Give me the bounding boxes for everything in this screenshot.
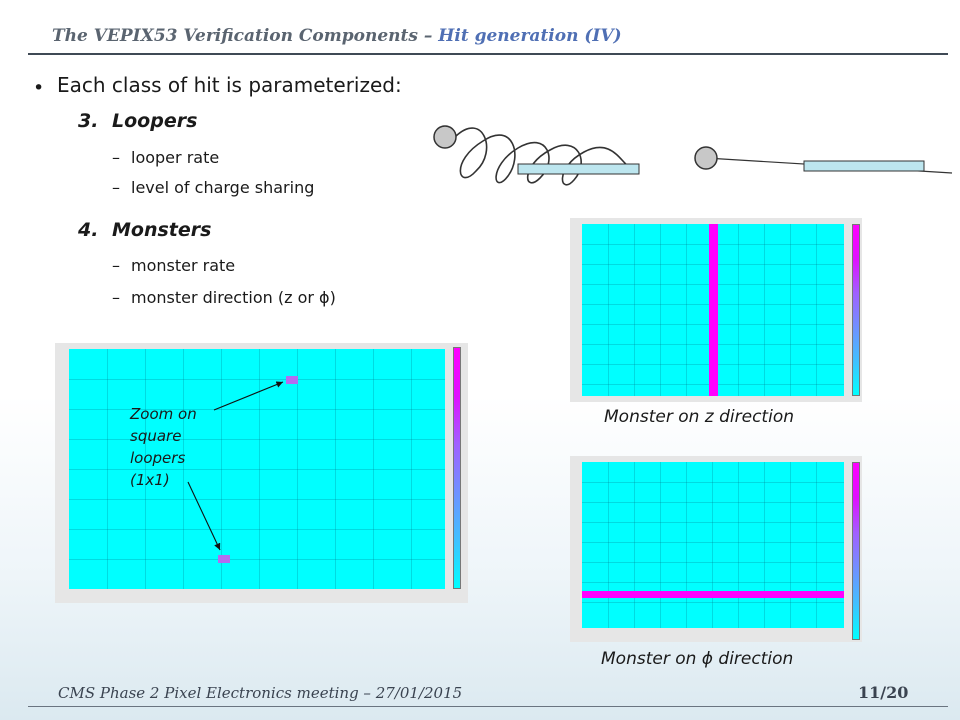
monster-stripe-horizontal	[582, 591, 844, 598]
looper-square-lower	[218, 555, 230, 563]
looper-square-upper	[286, 376, 298, 384]
caption-monster-phi: Monster on ϕ direction	[601, 649, 794, 669]
looper-spiral	[455, 127, 629, 186]
sensor-bar	[803, 160, 925, 172]
dash: –	[112, 256, 120, 275]
straight-track-illustration	[694, 146, 953, 174]
monster-z-plot	[570, 218, 862, 402]
monster-stripe-vertical	[709, 224, 718, 396]
section-monsters-heading: 4. Monsters	[78, 219, 211, 241]
slide-title-accent: Hit generation (IV)	[438, 26, 622, 46]
footer-meeting: CMS Phase 2 Pixel Electronics meeting – …	[58, 684, 463, 702]
bullet-dot: •	[33, 77, 45, 99]
colorbar	[852, 224, 860, 396]
charge-sharing-item: –level of charge sharing	[112, 178, 314, 197]
particle-circle	[433, 125, 457, 149]
plot-area	[582, 224, 844, 396]
title-rule	[28, 53, 948, 55]
particle-circle	[694, 146, 718, 170]
slide-title-main: The VEPIX53 Verification Components –	[52, 26, 439, 46]
item-text: monster direction (z or ϕ)	[131, 288, 336, 307]
section-loopers-heading: 3. Loopers	[78, 110, 197, 132]
section-number: 4.	[78, 219, 99, 241]
colorbar	[453, 347, 461, 589]
zoom-callout: Zoom on square loopers (1x1)	[130, 405, 197, 489]
slide-title: The VEPIX53 Verification Components – Hi…	[52, 26, 622, 46]
callout-arrows	[187, 381, 284, 551]
section-heading-text: Loopers	[112, 110, 198, 132]
item-text: monster rate	[131, 256, 236, 275]
monster-phi-plot	[570, 456, 862, 642]
monster-rate-item: –monster rate	[112, 256, 235, 275]
footer-rule	[28, 706, 948, 707]
page-number: 11/20	[858, 683, 909, 702]
monster-direction-item: –monster direction (z or ϕ)	[112, 288, 336, 307]
section-number: 3.	[78, 110, 99, 132]
item-text: level of charge sharing	[131, 178, 315, 197]
arrow-to-lower-square	[187, 481, 221, 551]
colorbar	[852, 462, 860, 640]
caption-monster-z: Monster on z direction	[604, 407, 794, 427]
arrow-to-upper-square	[213, 381, 284, 411]
item-text: looper rate	[131, 148, 220, 167]
dash: –	[112, 288, 120, 307]
looper-track-illustration	[428, 116, 642, 202]
intro-bullet: Each class of hit is parameterized:	[57, 73, 402, 97]
looper-rate-item: –looper rate	[112, 148, 219, 167]
plot-area	[582, 462, 844, 628]
square-loopers-plot	[55, 343, 468, 603]
dash: –	[112, 148, 120, 167]
plot-area	[69, 349, 445, 589]
dash: –	[112, 178, 120, 197]
sensor-bar	[517, 163, 640, 175]
illustration-bg	[428, 116, 642, 202]
section-heading-text: Monsters	[112, 219, 212, 241]
